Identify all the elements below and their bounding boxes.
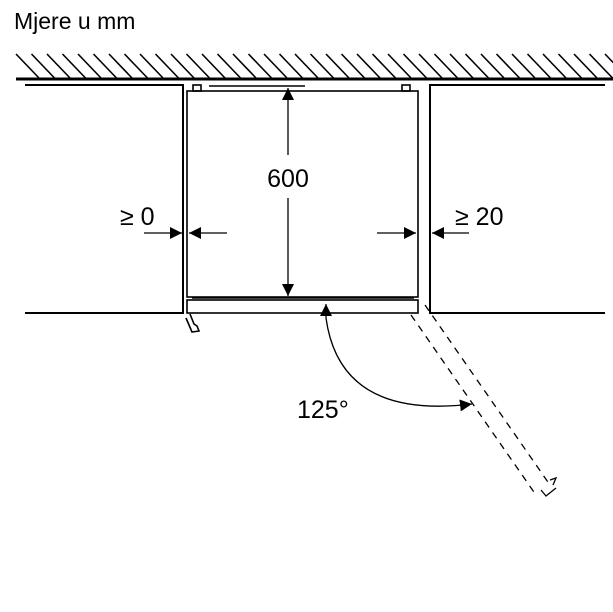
hatch-line xyxy=(201,53,226,79)
hatch-line xyxy=(294,53,319,79)
hatch-line xyxy=(15,53,40,79)
hatch-line xyxy=(371,53,397,79)
hatch-line xyxy=(309,53,335,79)
open-door-dashed xyxy=(410,304,558,497)
hatch-line xyxy=(526,53,552,79)
fridge-door xyxy=(186,299,419,314)
hatch-line xyxy=(170,53,195,79)
hatch-line xyxy=(92,53,118,79)
right-gap-label: ≥ 20 xyxy=(455,203,503,231)
hatch-line xyxy=(573,53,598,79)
hatch-line xyxy=(387,53,412,79)
hatch-line xyxy=(495,53,521,79)
fridge-body xyxy=(185,84,419,333)
hatch-line xyxy=(356,53,381,79)
door-handle xyxy=(185,313,201,333)
hatch-line xyxy=(542,53,567,79)
hatch-line xyxy=(340,53,366,79)
hatch-line xyxy=(216,53,242,79)
hatch-line xyxy=(154,53,180,79)
hatch-line xyxy=(480,53,505,79)
hatch-line xyxy=(30,53,56,79)
door-angle-label: 125° xyxy=(297,396,349,424)
ceiling-wall xyxy=(15,53,613,81)
hatch-line xyxy=(185,53,211,79)
hatch-line xyxy=(464,53,490,79)
hatch-line xyxy=(77,53,102,79)
hatch-line xyxy=(46,53,71,79)
right-cabinet xyxy=(429,84,605,314)
hatch-line xyxy=(278,53,304,79)
hatch-line xyxy=(325,53,350,79)
left-cabinet xyxy=(25,84,184,314)
hatch-line xyxy=(604,53,613,64)
hatch-line xyxy=(557,53,583,79)
hatch-line xyxy=(232,53,257,79)
hatch-line xyxy=(449,53,474,79)
hatch-line xyxy=(108,53,133,79)
hatch-line xyxy=(511,53,536,79)
hatch-line xyxy=(433,53,459,79)
hatch-line xyxy=(139,53,164,79)
hatch-line xyxy=(61,53,87,79)
hatch-line xyxy=(247,53,273,79)
hatch-line xyxy=(123,53,149,79)
hatch-line xyxy=(263,53,288,79)
depth-label: 600 xyxy=(267,165,309,193)
hatch-line xyxy=(588,53,613,79)
hatch-line xyxy=(402,53,428,79)
door-angle-arc xyxy=(320,304,473,412)
diagram-title: Mjere u mm xyxy=(14,8,136,34)
left-gap-label: ≥ 0 xyxy=(120,203,155,231)
hatch-line xyxy=(418,53,443,79)
